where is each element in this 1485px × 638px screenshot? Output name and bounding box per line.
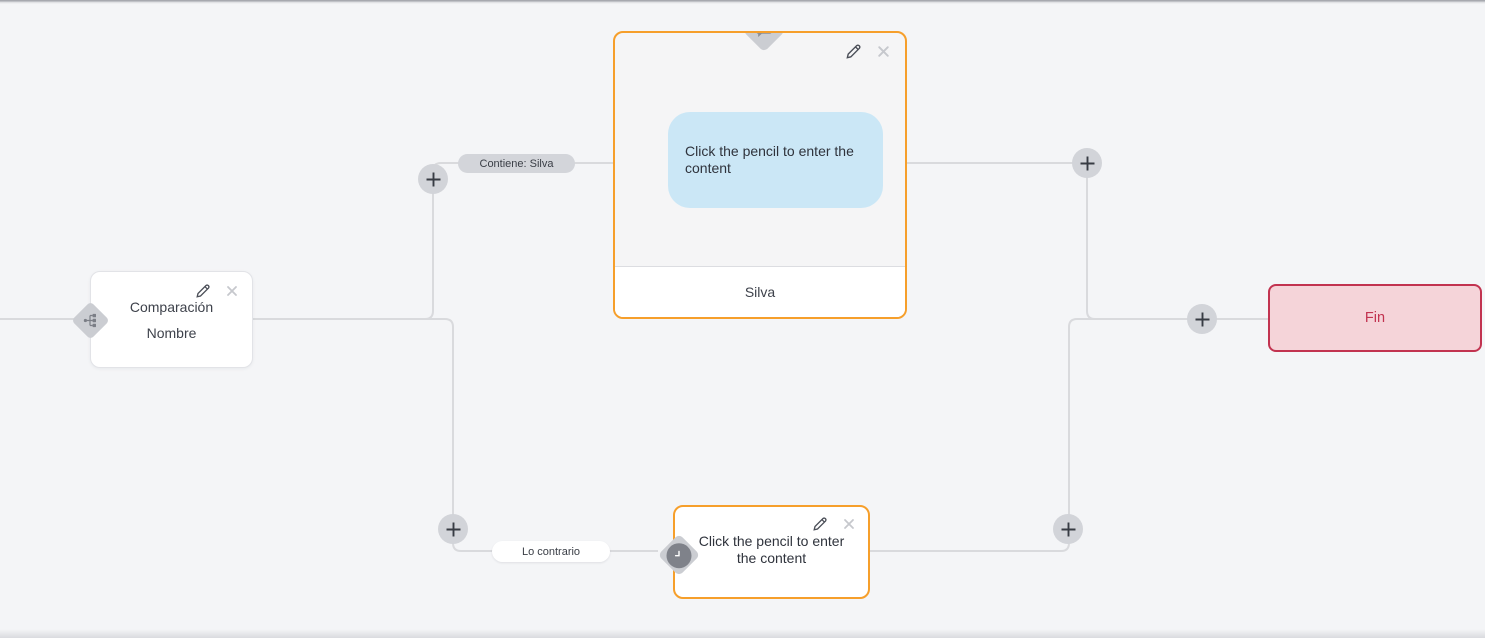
plus-icon bbox=[1060, 521, 1077, 538]
plus-icon bbox=[1194, 311, 1211, 328]
condition-node[interactable]: Comparación Nombre bbox=[71, 271, 253, 368]
close-icon[interactable] bbox=[842, 517, 856, 531]
condition-node-actions bbox=[195, 283, 239, 299]
plus-icon bbox=[425, 171, 442, 188]
edge-label-else-text: Lo contrario bbox=[521, 545, 581, 558]
close-icon[interactable] bbox=[876, 44, 891, 59]
add-node-button-top-left[interactable] bbox=[418, 164, 448, 194]
message-node-actions bbox=[845, 43, 891, 60]
condition-node-title: Comparación bbox=[129, 299, 214, 315]
sitemap-icon bbox=[82, 312, 99, 329]
wire-condition-to-delay bbox=[253, 318, 658, 552]
add-node-button-bottom-left[interactable] bbox=[438, 514, 468, 544]
chat-bubble-icon bbox=[755, 33, 773, 39]
plus-icon bbox=[1079, 155, 1096, 172]
pencil-icon[interactable] bbox=[812, 516, 828, 532]
add-node-button-top-right[interactable] bbox=[1072, 148, 1102, 178]
clock-icon bbox=[666, 542, 692, 568]
condition-type-badge bbox=[71, 301, 110, 340]
message-node-footer: Silva bbox=[615, 266, 905, 317]
wire-delay-to-end bbox=[869, 318, 1100, 552]
edge-label-match: Contiene: Silva bbox=[458, 154, 575, 173]
end-node[interactable]: Fin bbox=[1268, 284, 1482, 352]
close-icon[interactable] bbox=[225, 284, 239, 298]
delay-node-actions bbox=[812, 516, 856, 532]
message-bubble: Click the pencil to enter the content bbox=[668, 112, 883, 208]
edge-label-match-text: Contiene: Silva bbox=[479, 157, 554, 170]
message-placeholder-text: Click the pencil to enter the content bbox=[685, 143, 854, 176]
add-node-button-before-end[interactable] bbox=[1187, 304, 1217, 334]
pencil-icon[interactable] bbox=[195, 283, 211, 299]
message-type-badge bbox=[742, 33, 786, 53]
end-node-label: Fin bbox=[1364, 310, 1386, 326]
message-footer-label: Silva bbox=[744, 284, 776, 300]
wire-message-to-end bbox=[906, 162, 1268, 320]
delay-node[interactable]: Click the pencil to enter the content bbox=[657, 505, 870, 599]
message-node[interactable]: Click the pencil to enter the content Si… bbox=[613, 31, 907, 319]
plus-icon bbox=[445, 521, 462, 538]
condition-node-variable: Nombre bbox=[146, 325, 197, 341]
pencil-icon[interactable] bbox=[845, 43, 862, 60]
add-node-button-bottom-right[interactable] bbox=[1053, 514, 1083, 544]
delay-placeholder-text: Click the pencil to enter the content bbox=[698, 533, 845, 566]
delay-type-badge bbox=[657, 533, 701, 577]
edge-label-else: Lo contrario bbox=[492, 541, 610, 562]
